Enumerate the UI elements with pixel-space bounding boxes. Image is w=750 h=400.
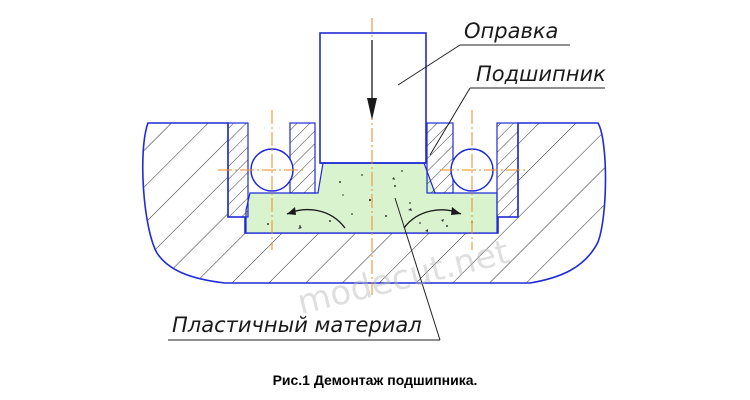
bearing-label: Подшипник [476,62,606,86]
figure-caption: Рис.1 Демонтаж подшипника. [272,372,478,388]
plastic-material-label: Пластичный материал [172,313,422,337]
mandrel-label: Оправка [464,19,558,43]
press-arrow [367,40,377,120]
leader-lines [168,44,605,341]
